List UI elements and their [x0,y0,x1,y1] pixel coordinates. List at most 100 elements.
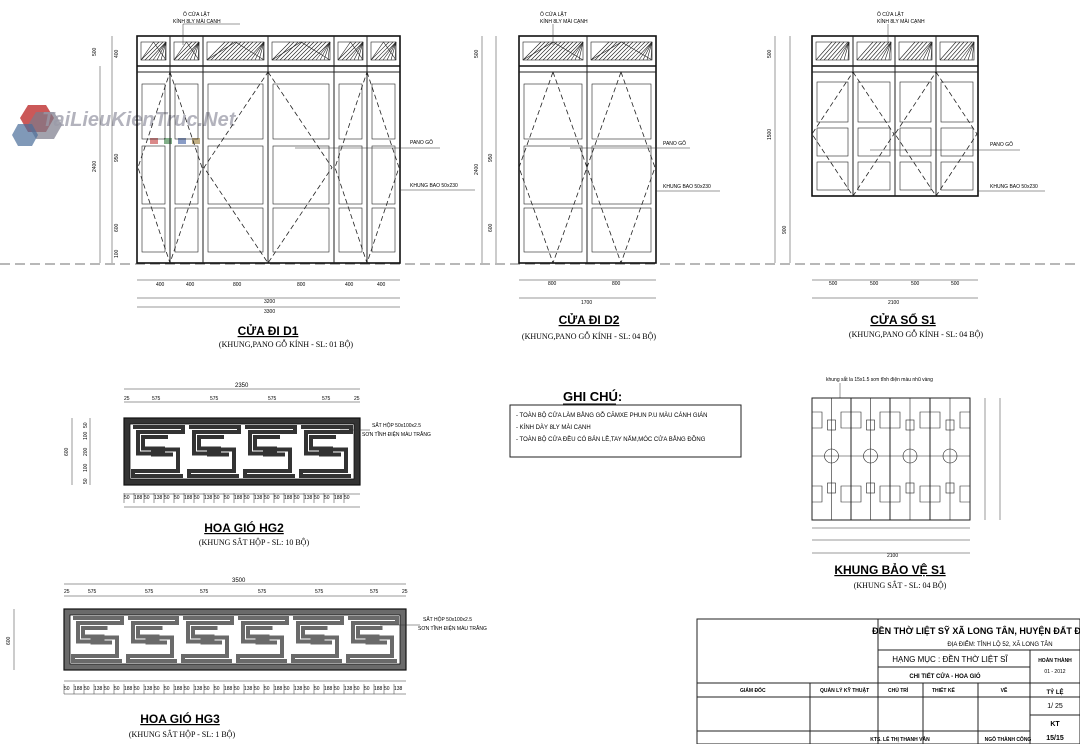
dim-label: 50 [294,495,300,501]
tb-designer: KTS. LÊ THỊ THANH VÂN [870,735,930,743]
s1-left-dims: 500 1500 900 [767,36,791,263]
ornament [905,419,915,431]
dim-label: 25 [64,589,70,595]
upper-panel [174,83,199,140]
svg-text:400: 400 [186,282,195,288]
key-motif [128,616,179,644]
hg3-grille [63,608,407,671]
svg-text:25: 25 [354,396,360,402]
svg-text:400: 400 [114,49,120,58]
hg2-label2: SƠN TĨNH ĐIỆN MÀU TRẮNG [362,430,431,438]
key-motif [133,425,185,456]
note-item-1: - TOÀN BỘ CỬA LÀM BẰNG GỖ CĂMXE PHUN P.U… [516,411,708,419]
dim-label: 138 [344,686,353,692]
dim-label: 50 [334,686,340,692]
dim-label: 50 [64,686,70,692]
dim-label: 50 [134,686,140,692]
transom-glass [939,41,975,61]
tb-ql-kt: QUẢN LÝ KỸ THUẬT [820,687,869,694]
hg3-label2: SƠN TĨNH ĐIỆN MÀU TRẮNG [418,624,487,632]
lower-panel [857,161,891,191]
svg-text:500: 500 [474,49,480,58]
key-motif [299,447,351,478]
middle-panel [899,127,932,157]
svg-text:1500: 1500 [767,129,773,140]
tb-done-label: HOÀN THÀNH [1038,657,1072,664]
dim-label: 575 [315,589,324,595]
hg2-dims: 2350 25 575 575 575 575 25 600 50 100 20… [64,383,360,508]
upper-panel [207,83,264,140]
middle-panel [940,127,974,157]
dim-label: 188 [334,495,343,501]
dim-label: 50 [314,495,320,501]
svg-text:800: 800 [548,281,557,287]
tb-category: HẠNG MỤC : ĐỀN THỜ LIỆT SĨ [892,654,1008,664]
s1-subtitle: (KHUNG,PANO GỖ KÍNH - SL: 04 BỘ) [849,328,983,339]
svg-text:400: 400 [345,282,354,288]
svg-text:3200: 3200 [264,299,275,305]
hg2-subtitle: (KHUNG SẮT HỘP - SL: 10 BỘ) [199,537,310,547]
s1-label-top1: Ô CỬA LẬT [877,11,904,18]
key-motif [189,425,241,456]
tb-done-date: 01 - 2012 [1044,669,1065,675]
hg3-title: HOA GIÓ HG3 [140,711,220,726]
d1-subtitle: (KHUNG,PANO GỖ KÍNH - SL: 01 BỘ) [219,338,353,349]
upper-panel [591,83,652,140]
note-item-3: - TOÀN BỘ CỬA ĐỀU CÓ BẢN LỀ,TAY NẮM,MÓC … [516,435,706,443]
key-motif [187,447,239,478]
dim-label: 575 [200,589,209,595]
svg-text:575: 575 [152,396,161,402]
svg-text:2100: 2100 [887,553,898,559]
lower-panel [141,207,166,253]
d2-left-dims: 500 2400 950 600 [474,36,497,263]
lower-panel [899,161,932,191]
svg-text:800: 800 [612,281,621,287]
tb-location: ĐỊA ĐIỂM: TỈNH LỘ 52, XÃ LONG TÂN [947,641,1052,648]
upper-panel [523,83,583,140]
svg-text:500: 500 [92,47,98,56]
d1-label-top1: Ô CỬA LẬT [183,11,210,18]
svg-text:100: 100 [114,249,120,258]
notes-heading: GHI CHÚ: [563,389,622,404]
tb-drawing: CHI TIẾT CỬA - HOA GIÓ [909,672,981,680]
s1-bottom-dims: 500 500 500 500 2100 [812,279,978,306]
d1-label-pano: PANO GỖ [410,139,433,146]
ornament [866,419,875,431]
dim-label: 188 [184,495,193,501]
dim-label: 50 [214,495,220,501]
lower-panel [816,161,849,191]
dim-label: 50 [84,686,90,692]
dim-label: 575 [88,589,97,595]
svg-text:600: 600 [114,223,120,232]
upper-panel [816,81,849,123]
upper-panel [272,83,330,140]
d2-label-top1: Ô CỬA LẬT [540,11,567,18]
upper-panel [899,81,932,123]
svg-text:400: 400 [156,282,165,288]
tb-thiet-ke: THIẾT KẾ [932,687,955,694]
title-block: ĐỀN THỜ LIỆT SỸ XÃ LONG TÂN, HUYỆN ĐẤT Đ… [696,618,1080,745]
dim-label: 50 [344,495,350,501]
dim-label: 138 [254,495,263,501]
dim-label: 25 [402,589,408,595]
svg-text:3300: 3300 [264,309,275,315]
lower-panel [940,161,974,191]
dim-label: 188 [134,495,143,501]
transom-glass [815,41,850,61]
dim-label: 50 [244,495,250,501]
upper-panel [857,81,891,123]
middle-panel [591,145,652,205]
guard-top-label: khung sắt la 15x1.5 sơn tĩnh điện màu nh… [826,376,933,383]
lower-panel [591,207,652,253]
hg3-subtitle: (KHUNG SẮT HỘP - SL: 1 BỘ) [129,729,236,739]
key-motif [243,447,295,478]
key-motif [131,447,183,478]
tb-giam-doc: GIÁM ĐỐC [740,687,766,694]
swing-diamond [518,70,588,265]
ornament [866,482,875,494]
dim-label: 138 [94,686,103,692]
swing-diamond [811,71,895,197]
key-motif [301,425,353,456]
swing-diamond [334,70,400,265]
svg-text:1700: 1700 [581,300,592,306]
